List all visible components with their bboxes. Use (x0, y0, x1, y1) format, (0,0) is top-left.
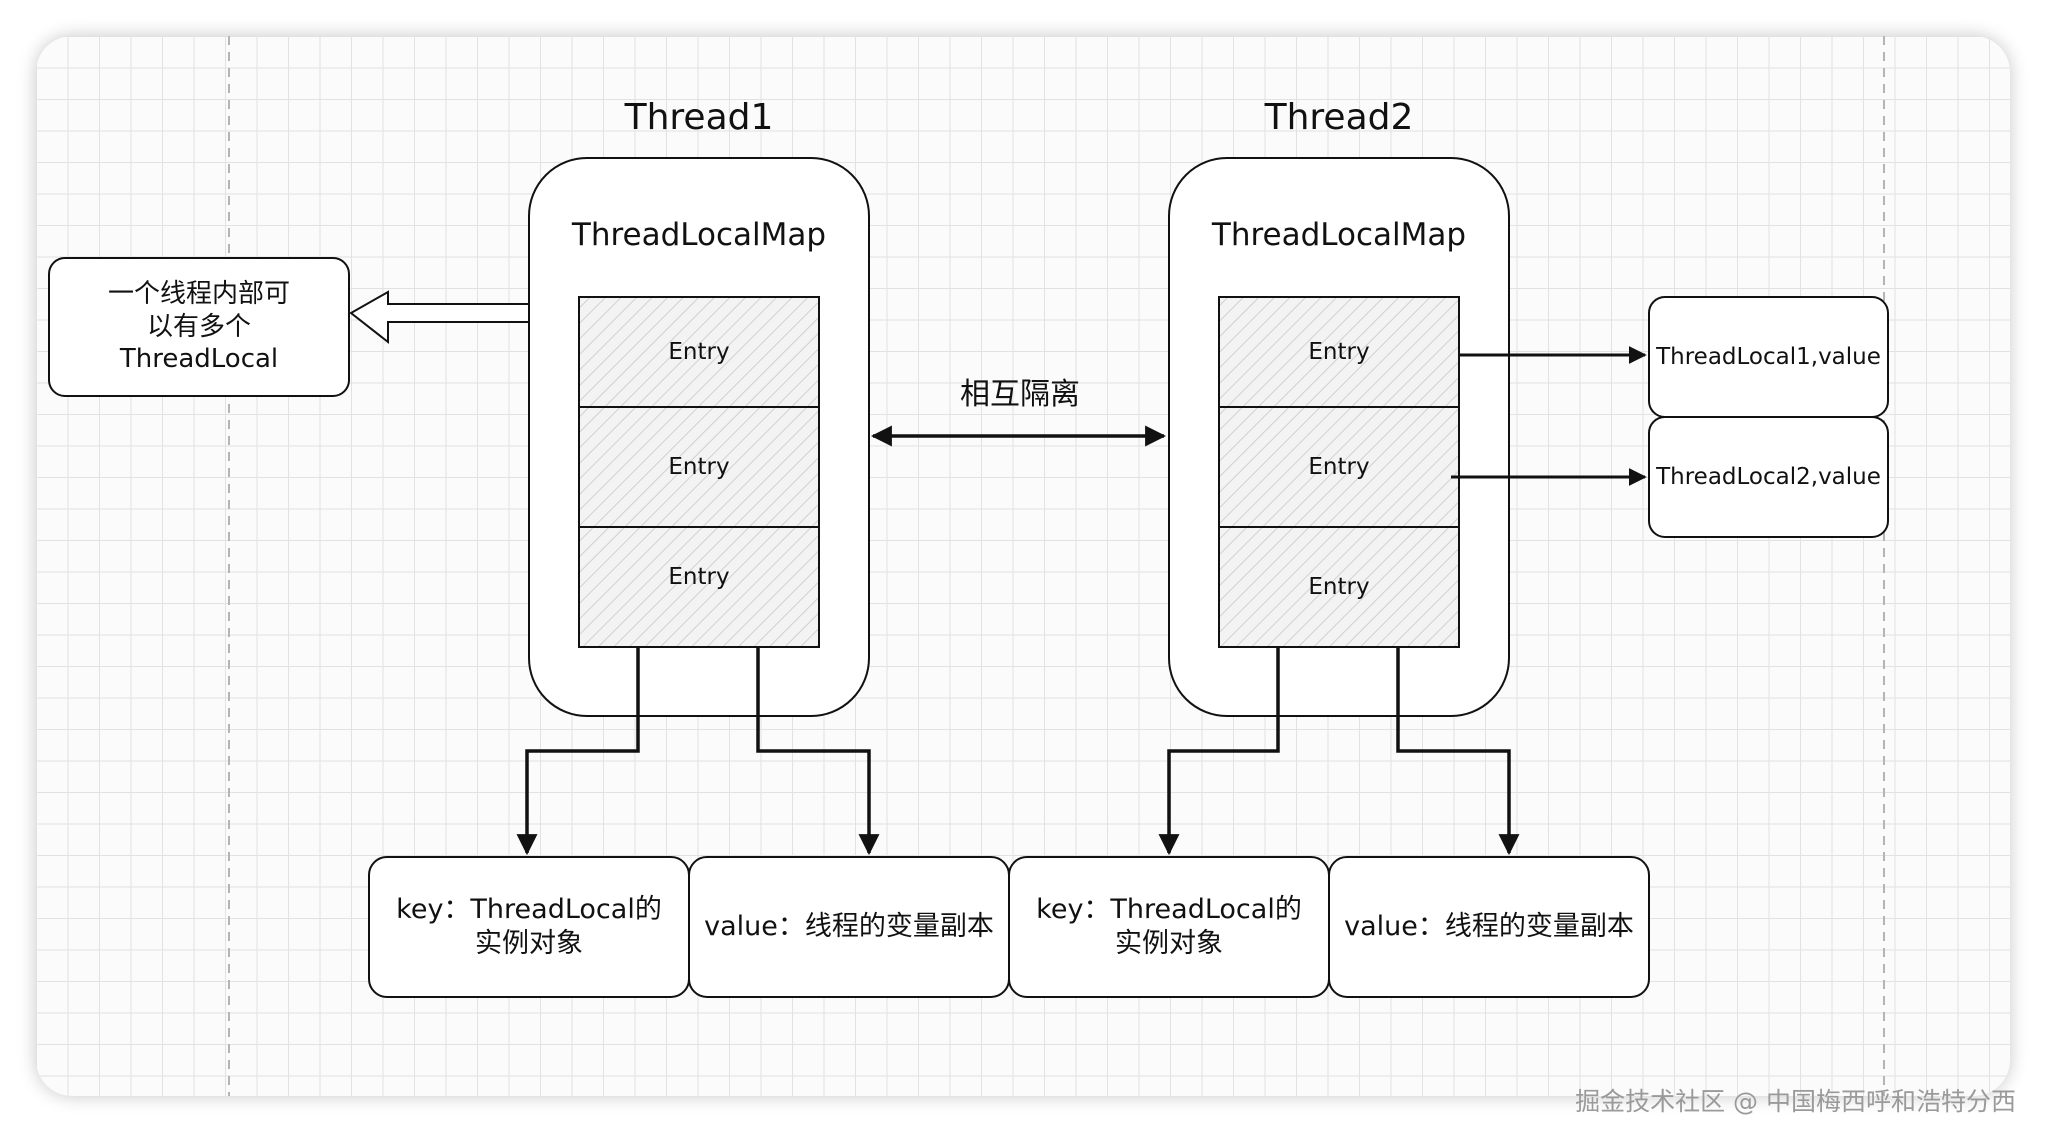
threadlocal2-label: ThreadLocal2,value (1656, 463, 1881, 490)
thread1-entry-1 (578, 296, 820, 408)
thread2-key-label: key：ThreadLocal的实例对象 (1036, 894, 1302, 959)
thread2-value-box (1328, 856, 1650, 998)
thread1-title: Thread1 (624, 96, 774, 138)
thread1-key-label: key：ThreadLocal的实例对象 (396, 894, 662, 959)
thread1-value-label: value：线程的变量副本 (704, 911, 994, 943)
thread2-entry-2-label: Entry (1308, 453, 1370, 480)
thread2-entry-2 (1218, 406, 1460, 528)
isolation-label: 相互隔离 (960, 377, 1080, 413)
thread2-value-label: value：线程的变量副本 (1344, 911, 1634, 943)
thread1-entry-3-label: Entry (668, 563, 730, 590)
thread1-value-connector (756, 647, 880, 856)
thread1-entry-3 (578, 526, 820, 648)
thread1-entry-1-label: Entry (668, 338, 730, 365)
thread2-entry-1 (1218, 296, 1460, 408)
hollow-arrow (349, 290, 530, 345)
thread2-entry-3 (1218, 526, 1460, 648)
thread2-entry-3-label: Entry (1308, 573, 1370, 600)
thread2-entry-1-label: Entry (1308, 338, 1370, 365)
thread2-key-connector (1158, 647, 1280, 856)
threadlocal2-box (1648, 416, 1889, 538)
thread1-entry-2 (578, 406, 820, 528)
thread2-value-connector (1396, 647, 1520, 856)
thread1-map-title: ThreadLocalMap (571, 216, 827, 253)
thread2-map-title: ThreadLocalMap (1211, 216, 1467, 253)
watermark: 掘金技术社区 @ 中国梅西呼和浩特分西 (1575, 1087, 2016, 1116)
threadlocal1-label: ThreadLocal1,value (1656, 343, 1881, 370)
diagram-canvas (36, 36, 2010, 1096)
thread1-entry-2-label: Entry (668, 453, 730, 480)
thread2-title: Thread2 (1264, 96, 1414, 138)
note-box (48, 257, 350, 397)
thread1-key-connector (516, 647, 640, 856)
note-text: 一个线程内部可以有多个ThreadLocal (107, 279, 290, 375)
